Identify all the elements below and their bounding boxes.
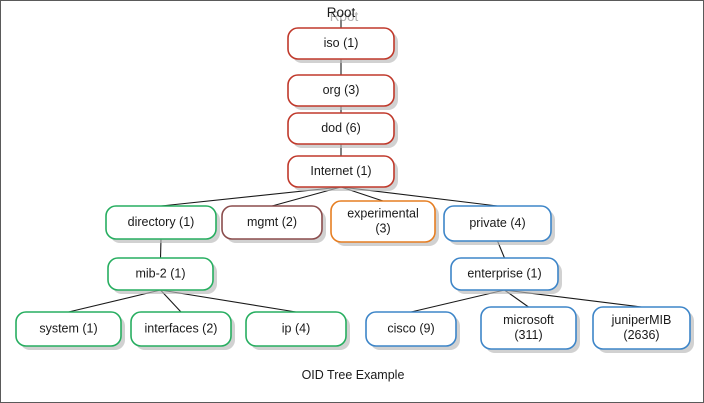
- node-label-microsoft-line2: (311): [514, 328, 542, 342]
- node-experimental[interactable]: experimental(3): [330, 200, 436, 243]
- node-label-private: private (4): [469, 216, 525, 230]
- node-label-directory: directory (1): [128, 215, 195, 229]
- node-label-mib2: mib-2 (1): [135, 266, 185, 280]
- node-label-juniperMIB-line2: (2636): [623, 328, 659, 342]
- node-label-system: system (1): [39, 321, 97, 335]
- node-label-dod: dod (6): [321, 121, 361, 135]
- node-box-iso: [287, 27, 395, 60]
- node-mgmt[interactable]: mgmt (2): [221, 205, 323, 240]
- node-label-juniperMIB-line1: juniperMIB: [611, 313, 672, 327]
- node-box-microsoft: [480, 306, 577, 350]
- node-box-internet: [287, 155, 395, 188]
- node-box-enterprise: [450, 257, 559, 291]
- node-internet[interactable]: Internet (1): [287, 155, 395, 188]
- node-box-ip: [245, 311, 347, 347]
- node-juniperMIB[interactable]: juniperMIB(2636): [592, 306, 691, 350]
- node-layer: iso (1) org (3) dod (6) Internet (1) directo…: [15, 27, 691, 350]
- node-label-org: org (3): [323, 83, 360, 97]
- node-private[interactable]: private (4): [443, 205, 552, 242]
- node-directory[interactable]: directory (1): [105, 205, 217, 240]
- diagram-caption: OID Tree Example: [302, 368, 405, 382]
- node-box-experimental: [330, 200, 436, 243]
- node-label-microsoft-line1: microsoft: [503, 313, 554, 327]
- node-box-system: [15, 311, 122, 347]
- node-label-experimental-line2: (3): [375, 221, 390, 235]
- node-microsoft[interactable]: microsoft(311): [480, 306, 577, 350]
- node-enterprise[interactable]: enterprise (1): [450, 257, 559, 291]
- node-box-cisco: [365, 311, 457, 347]
- node-box-juniperMIB: [592, 306, 691, 350]
- node-iso[interactable]: iso (1): [287, 27, 395, 60]
- node-system[interactable]: system (1): [15, 311, 122, 347]
- node-dod[interactable]: dod (6): [287, 112, 395, 145]
- node-ip[interactable]: ip (4): [245, 311, 347, 347]
- node-box-org: [287, 74, 395, 107]
- node-label-experimental-line1: experimental: [347, 206, 419, 220]
- node-box-mgmt: [221, 205, 323, 240]
- text-layer: Root Root OID Tree Example: [302, 5, 405, 382]
- node-interfaces[interactable]: interfaces (2): [130, 311, 232, 347]
- root-label-shadow: Root: [330, 9, 359, 24]
- root-label: Root: [327, 5, 356, 20]
- node-label-cisco: cisco (9): [387, 321, 434, 335]
- node-label-mgmt: mgmt (2): [247, 215, 297, 229]
- node-org[interactable]: org (3): [287, 74, 395, 107]
- node-label-internet: Internet (1): [310, 164, 371, 178]
- node-box-dod: [287, 112, 395, 145]
- node-box-mib2: [107, 257, 214, 291]
- node-box-directory: [105, 205, 217, 240]
- node-box-interfaces: [130, 311, 232, 347]
- node-box-private: [443, 205, 552, 242]
- node-label-iso: iso (1): [324, 36, 359, 50]
- node-label-interfaces: interfaces (2): [145, 321, 218, 335]
- node-cisco[interactable]: cisco (9): [365, 311, 457, 347]
- node-label-enterprise: enterprise (1): [467, 266, 541, 280]
- node-label-ip: ip (4): [282, 321, 310, 335]
- node-mib2[interactable]: mib-2 (1): [107, 257, 214, 291]
